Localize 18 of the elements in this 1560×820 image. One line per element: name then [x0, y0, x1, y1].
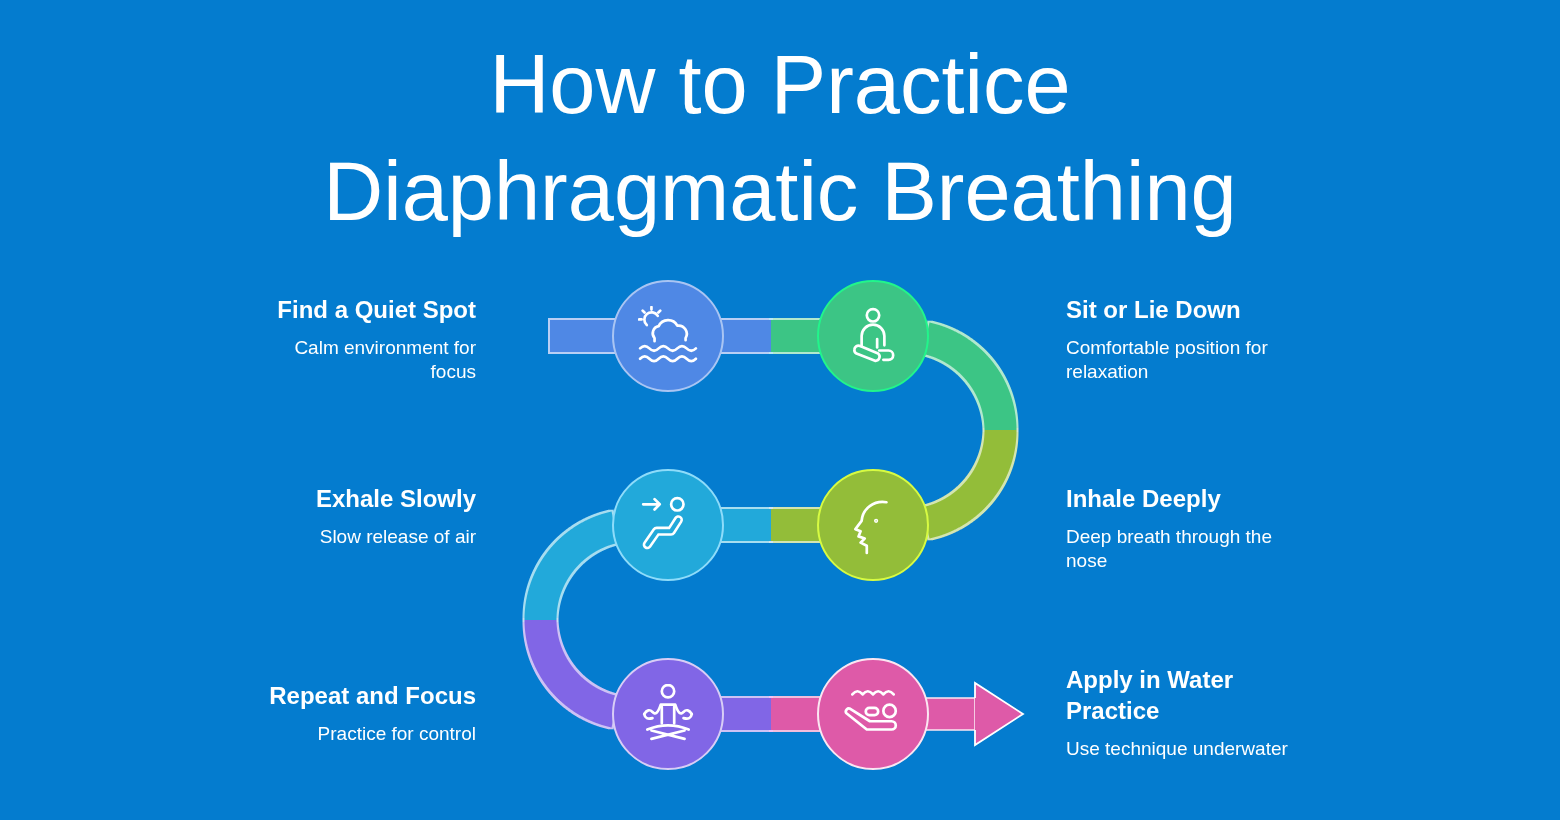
step-description: Calm environment for focus: [293, 336, 476, 384]
step-description: Comfortable position for relaxation: [1066, 336, 1269, 384]
step-title: Apply in Water Practice: [1066, 664, 1235, 726]
step-description: Slow release of air: [319, 525, 476, 549]
connector-band: [721, 509, 820, 541]
connector-band: [721, 698, 820, 730]
step-title: Exhale Slowly: [315, 483, 476, 514]
step-description: Use technique underwater: [1066, 737, 1288, 761]
step-title: Find a Quiet Spot: [277, 294, 476, 325]
arrow: [925, 682, 1024, 746]
connector-band: [721, 320, 820, 352]
title: How to Practice Diaphragmatic Breathing: [322, 37, 1238, 240]
step-description: Practice for control: [317, 722, 476, 746]
step-title: Repeat and Focus: [269, 680, 476, 711]
step-title: Sit or Lie Down: [1066, 294, 1241, 325]
step-description: Deep breath through the nose: [1066, 525, 1273, 573]
connector-band: [550, 320, 615, 352]
step-title: Inhale Deeply: [1066, 483, 1221, 514]
